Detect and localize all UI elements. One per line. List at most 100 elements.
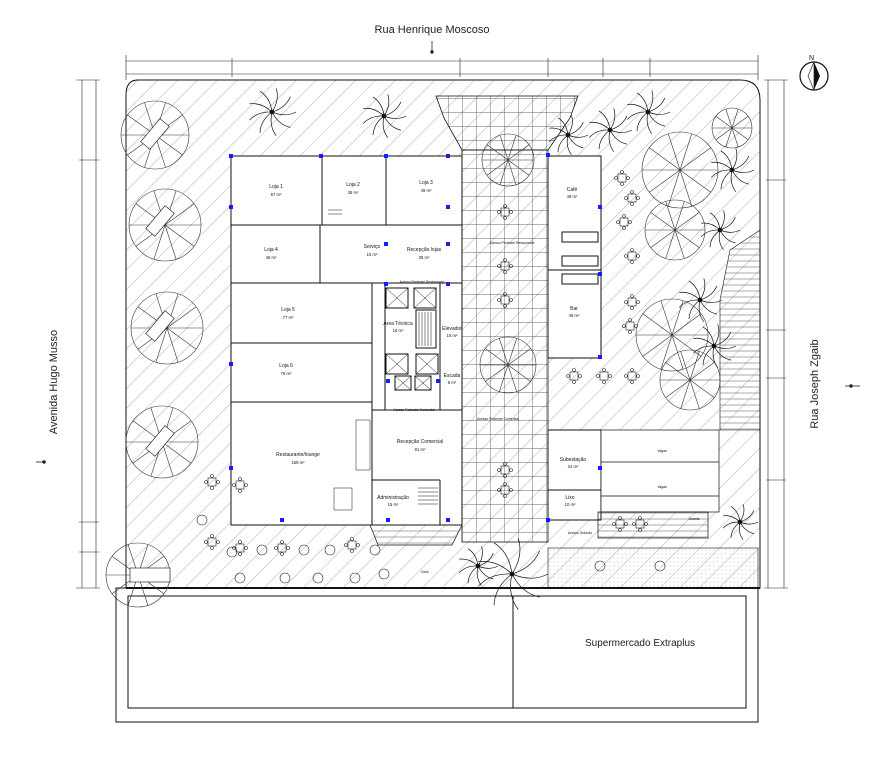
deck-area bbox=[547, 547, 759, 589]
note-acesso-comercial: Acesso Pedestre Comercial bbox=[393, 408, 435, 412]
street-label-north: Rua Henrique Moscoso bbox=[375, 24, 490, 36]
room-lixo: Lixo bbox=[565, 495, 574, 501]
room-escada-area: 8 m² bbox=[448, 380, 457, 385]
room-elevador-area: 16 m² bbox=[447, 333, 458, 338]
shrub-icon bbox=[256, 544, 268, 556]
table-icon bbox=[497, 258, 513, 274]
label-guarita: Guarita bbox=[688, 517, 699, 521]
tree-icon bbox=[128, 188, 202, 262]
tree-icon bbox=[659, 349, 721, 411]
room-loja2: Loja 2 bbox=[346, 182, 360, 188]
table-icon bbox=[497, 462, 513, 478]
room-lixo-area: 10 m² bbox=[565, 502, 576, 507]
shrub-icon bbox=[349, 572, 361, 584]
table-icon bbox=[497, 482, 513, 498]
tree-icon bbox=[644, 199, 706, 261]
shrub-icon bbox=[234, 572, 246, 584]
table-icon bbox=[596, 368, 612, 384]
table-icon bbox=[612, 516, 628, 532]
label-vagas-1: Vagas bbox=[657, 449, 667, 453]
table-icon bbox=[204, 534, 220, 550]
deck-right bbox=[719, 229, 761, 431]
shrub-icon bbox=[312, 572, 324, 584]
room-loja6-area: 76 m² bbox=[281, 371, 292, 376]
tree-icon bbox=[635, 298, 709, 372]
room-labels: Loja 1 57 m² Loja 2 36 m² Loja 3 49 m² L… bbox=[264, 180, 699, 574]
room-area-tecnica-area: 16 m² bbox=[393, 328, 404, 333]
palm-icon bbox=[693, 324, 737, 368]
room-area-tecnica: Área Técnica bbox=[383, 320, 413, 327]
room-administracao-area: 15 m² bbox=[388, 502, 399, 507]
palm-icon bbox=[458, 546, 499, 586]
shrub-icon bbox=[279, 572, 291, 584]
room-servico-area: 15 m² bbox=[367, 252, 378, 257]
supermarket-block bbox=[115, 587, 759, 723]
room-loja1-area: 57 m² bbox=[271, 192, 282, 197]
core-details bbox=[328, 209, 439, 511]
table-icon bbox=[497, 204, 513, 220]
palm-icon bbox=[548, 115, 589, 155]
palm-icon bbox=[627, 90, 671, 134]
pedestrian-grid bbox=[461, 149, 549, 543]
shrub-icon bbox=[196, 514, 208, 526]
table-icon bbox=[632, 516, 648, 532]
shrub-icon bbox=[654, 560, 666, 572]
table-icon bbox=[497, 292, 513, 308]
room-loja1: Loja 1 bbox=[269, 184, 283, 190]
tree-icon bbox=[711, 107, 753, 149]
room-bar: Bar bbox=[570, 306, 578, 312]
room-loja2-area: 36 m² bbox=[348, 190, 359, 195]
table-icon bbox=[344, 537, 360, 553]
note-acesso-restaurante-2: Acesso Pedestre Restaurante bbox=[399, 280, 444, 284]
room-loja4: Loja 4 bbox=[264, 247, 278, 253]
room-loja3-area: 49 m² bbox=[421, 188, 432, 193]
shrub-icon bbox=[324, 544, 336, 556]
entrance-ramp bbox=[369, 524, 463, 546]
note-acesso-subsolo: Acesso Subsolo bbox=[568, 531, 592, 535]
tree-icon bbox=[481, 133, 535, 187]
room-recepcao-comercial-area: 81 m² bbox=[415, 447, 426, 452]
room-servico: Serviço bbox=[364, 244, 381, 250]
shrub-icon bbox=[378, 568, 390, 580]
room-loja5-area: 77 m² bbox=[283, 315, 294, 320]
palm-icon bbox=[722, 504, 759, 540]
commercial-building bbox=[230, 155, 463, 526]
room-restaurante: Restaurante/lounge bbox=[276, 452, 320, 458]
room-restaurante-area: 158 m² bbox=[291, 460, 305, 465]
note-acesso-restaurante: Acesso Pedestre Restaurante bbox=[489, 241, 534, 245]
pergola-entrance bbox=[435, 95, 579, 151]
landscape-palms bbox=[249, 88, 759, 610]
room-bar-area: 49 m² bbox=[569, 313, 580, 318]
shrub-icon bbox=[594, 560, 606, 572]
table-icon bbox=[232, 477, 248, 493]
outdoor-tables bbox=[196, 170, 666, 584]
structural-columns bbox=[229, 153, 602, 522]
palm-icon bbox=[679, 278, 723, 322]
palm-icon bbox=[363, 94, 407, 138]
parked-cars bbox=[129, 118, 175, 583]
cafe-bar-building bbox=[547, 155, 602, 521]
room-elevador: Elevador bbox=[442, 326, 462, 332]
table-icon bbox=[274, 540, 290, 556]
shrub-icon bbox=[226, 546, 238, 558]
room-recepcao-lojas: Recepção lojas bbox=[407, 247, 442, 253]
label-deck: Deck bbox=[421, 570, 429, 574]
street-markers bbox=[36, 41, 860, 464]
table-icon bbox=[616, 214, 632, 230]
label-vagas-2: Vagas bbox=[657, 485, 667, 489]
north-arrow-icon: N bbox=[799, 55, 829, 91]
room-loja3: Loja 3 bbox=[419, 180, 433, 186]
room-loja6: Loja 6 bbox=[279, 363, 293, 369]
table-icon bbox=[204, 474, 220, 490]
parking-area bbox=[597, 429, 720, 539]
dimension-lines bbox=[76, 55, 788, 589]
palm-icon bbox=[589, 108, 633, 152]
palm-icon bbox=[711, 148, 755, 192]
room-recepcao-lojas-area: 38 m² bbox=[419, 255, 430, 260]
table-icon bbox=[624, 190, 640, 206]
table-icon bbox=[624, 368, 640, 384]
room-cafe-area: 49 m² bbox=[567, 194, 578, 199]
table-icon bbox=[232, 540, 248, 556]
palm-icon bbox=[700, 210, 741, 250]
